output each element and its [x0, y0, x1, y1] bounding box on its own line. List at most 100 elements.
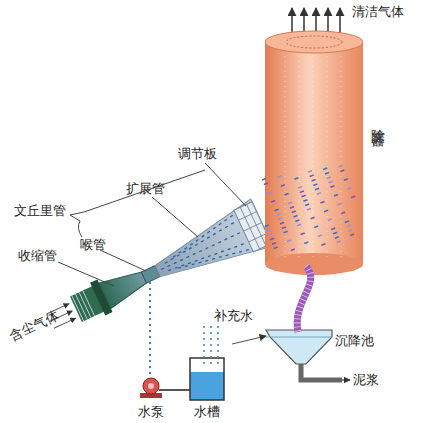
water-tank [190, 358, 224, 400]
mist-dash [324, 210, 328, 212]
mist-dash [321, 202, 325, 204]
part-label: 含尘气体 [7, 308, 60, 344]
part-label: 文丘里管 [14, 203, 66, 218]
mist-dash [267, 230, 271, 232]
mist-dash [327, 177, 331, 179]
node-label: 除雾器 [369, 118, 387, 124]
mist-dash [264, 183, 268, 185]
mist-dash [271, 201, 275, 203]
mist-dash [312, 180, 316, 182]
leader-lines [58, 163, 246, 286]
mist-dash [268, 234, 272, 236]
mist-dash [351, 196, 355, 198]
mist-dash [347, 225, 351, 227]
mist-dash [331, 228, 335, 230]
mist-dash [298, 187, 302, 189]
mist-dash [292, 211, 296, 213]
mist-dash [285, 194, 289, 196]
mist-spray [262, 166, 355, 251]
mist-dash [272, 243, 276, 245]
venturi-bracket [70, 170, 205, 237]
mist-dash [274, 247, 278, 249]
mist-dash [291, 249, 295, 251]
mist-dash [348, 188, 352, 190]
mist-dash [301, 233, 305, 235]
drain-hose-rings [297, 266, 311, 332]
mist-dash [303, 200, 307, 202]
mist-dash [311, 217, 315, 219]
part-label: 补充水 [214, 308, 253, 323]
pump-pipe [159, 389, 190, 391]
part-label: 调节板 [178, 146, 217, 161]
mist-dash [267, 192, 271, 194]
mist-dash [317, 193, 321, 195]
mist-dash [340, 170, 344, 172]
mist-dash [270, 238, 274, 240]
mist-dash [350, 234, 354, 236]
mist-dash [275, 209, 279, 211]
cylinder-bottom [265, 253, 363, 275]
mist-dash [265, 225, 269, 227]
drain-hose [297, 266, 311, 332]
mist-dash [294, 216, 298, 218]
mist-dash [281, 185, 285, 187]
mesh-line [327, 56, 328, 258]
mesh-line [285, 56, 286, 258]
cylinder-outline [265, 30, 363, 278]
mist-dash [290, 207, 294, 209]
mist-dash [329, 181, 333, 183]
mist-dash [295, 220, 299, 222]
mist-dash [284, 231, 288, 233]
mist-dash [277, 176, 281, 178]
part-label: 扩展管 [126, 181, 165, 196]
mist-dash [348, 230, 352, 232]
mist-dash [344, 179, 348, 181]
mist-dash [310, 175, 314, 177]
mist-dash [341, 212, 345, 214]
mist-dash [335, 237, 339, 239]
cylinder-outlet [286, 36, 342, 48]
mist-dash [304, 242, 308, 244]
mist-dash [308, 171, 312, 173]
mist-dash [278, 218, 282, 220]
mist-dash [330, 186, 334, 188]
mist-dash [338, 203, 342, 205]
mist-dash [314, 226, 318, 228]
mist-dash [280, 223, 284, 225]
mist-dash [339, 166, 343, 168]
cylinder-top [265, 31, 363, 53]
mist-dash [302, 195, 306, 197]
return-line [232, 336, 266, 344]
mist-dash [287, 240, 291, 242]
mist-dash [315, 188, 319, 190]
mist-dash [282, 227, 286, 229]
mist-dash [321, 244, 325, 246]
water-spray-line [149, 282, 151, 378]
part-label: 沉降池 [335, 333, 374, 348]
makeup-water [204, 326, 218, 368]
part-label: 水泵 [138, 404, 164, 419]
part-label: 水槽 [194, 404, 220, 419]
clean-gas-arrows [292, 8, 340, 34]
part-label: 收缩管 [18, 248, 57, 263]
mist-dash [323, 168, 327, 170]
mist-dash [333, 232, 337, 234]
mist-dash [262, 179, 266, 181]
pump-symbol [140, 378, 162, 398]
mist-dash [345, 221, 349, 223]
mist-dash [305, 204, 309, 206]
mist-dash [288, 202, 292, 204]
part-label: 泥浆 [353, 372, 379, 387]
mist-dash [276, 214, 280, 216]
mesh-line [341, 56, 342, 258]
mist-dash [325, 173, 329, 175]
venturi-tube [40, 199, 273, 345]
demister-cylinder: 除雾器 [265, 30, 393, 280]
mesh-line [299, 56, 300, 258]
mist-dash [294, 178, 298, 180]
mist-dash [307, 209, 311, 211]
cylinder-body [265, 42, 363, 264]
mist-dash [337, 241, 341, 243]
